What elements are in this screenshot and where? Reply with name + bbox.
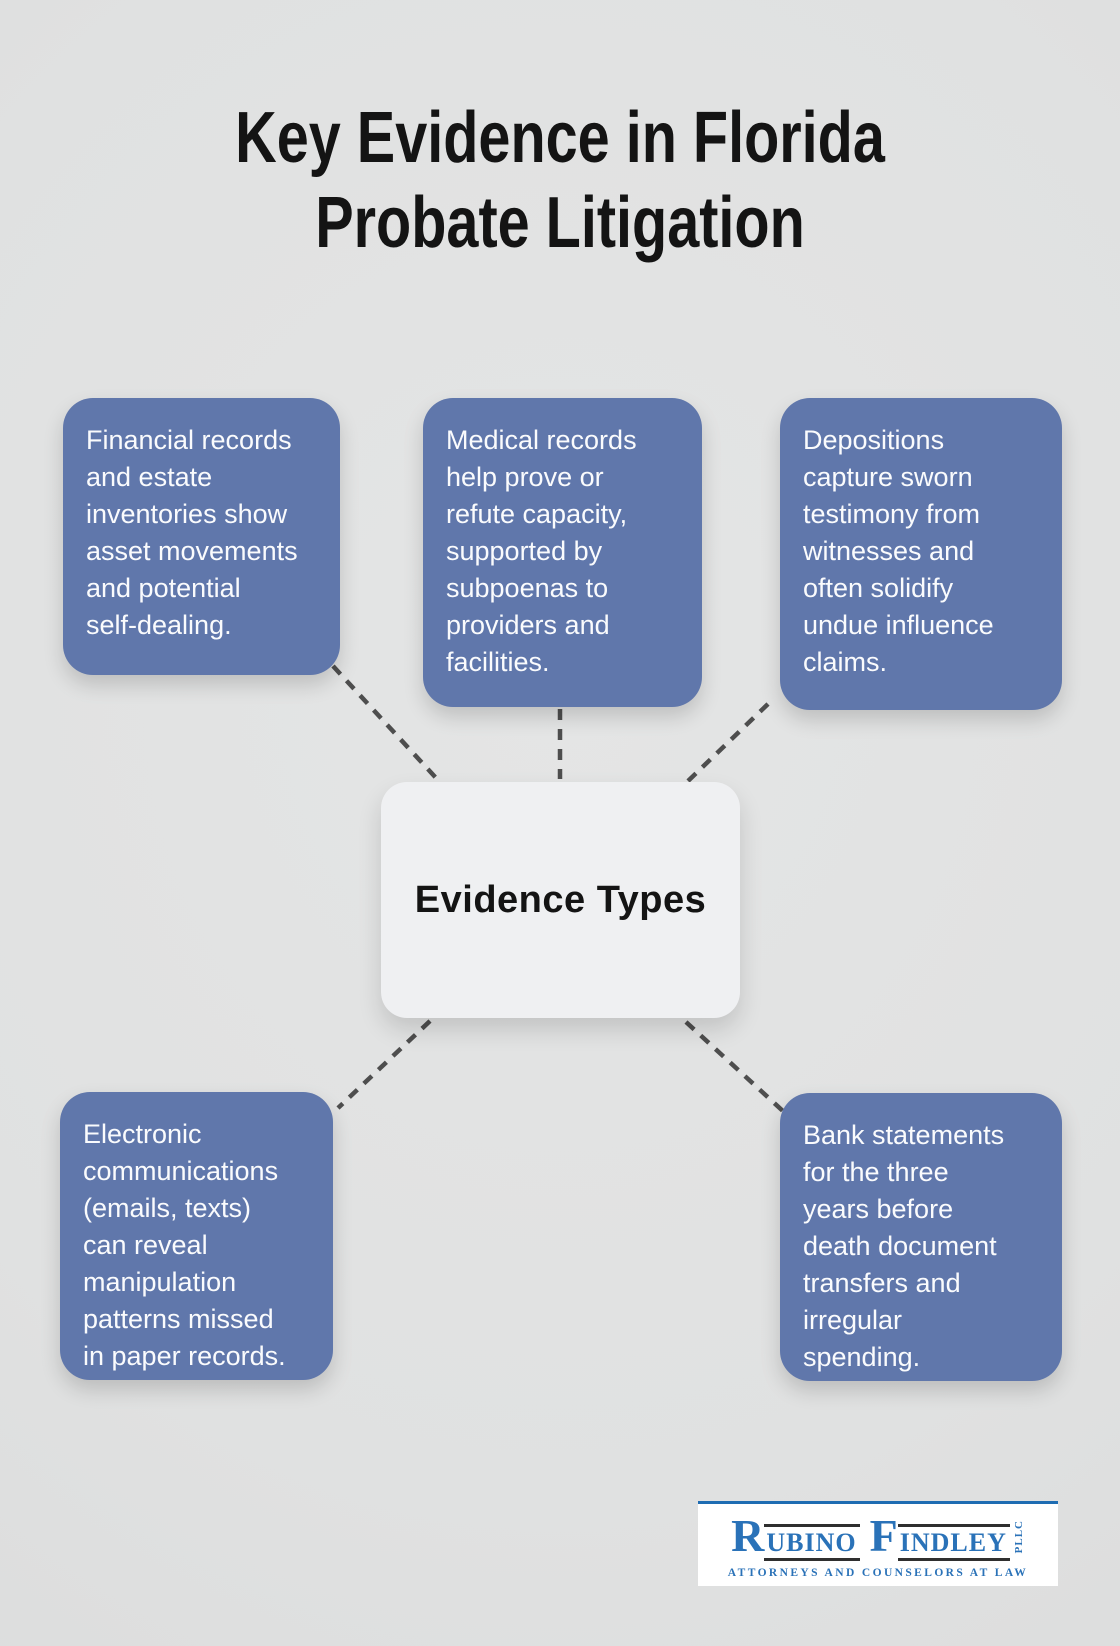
center-node-evidence-types: Evidence Types [381, 782, 740, 1018]
firm-logo: R UBINO F INDLEY PLLC ATTORNEYS AND COUN… [698, 1501, 1058, 1586]
firm-logo-word1-rest: UBINO [764, 1523, 860, 1561]
firm-logo-word2-rest: INDLEY [897, 1523, 1010, 1561]
node-electronic-communications: Electronic communications (emails, texts… [60, 1092, 333, 1380]
firm-logo-name: R UBINO F INDLEY PLLC [731, 1509, 1025, 1561]
firm-logo-suffix-pllc: PLLC [1012, 1519, 1025, 1554]
node-financial-records: Financial records and estate inventories… [63, 398, 340, 675]
firm-logo-word1-initial: R [731, 1509, 765, 1561]
node-medical-records: Medical records help prove or refute cap… [423, 398, 702, 707]
node-bank-statements: Bank statements for the three years befo… [780, 1093, 1062, 1381]
connector-financial-to-center [331, 664, 439, 781]
center-node-label: Evidence Types [414, 878, 707, 921]
connector-center-to-bank [684, 1020, 786, 1114]
connector-depositions-to-center [686, 702, 770, 783]
firm-logo-tagline: ATTORNEYS AND COUNSELORS AT LAW [727, 1566, 1029, 1579]
node-depositions: Depositions capture sworn testimony from… [780, 398, 1062, 710]
page-title: Key Evidence in Florida Probate Litigati… [235, 98, 885, 263]
connector-center-to-electronic [336, 1019, 432, 1110]
firm-logo-word2-initial: F [869, 1509, 898, 1561]
